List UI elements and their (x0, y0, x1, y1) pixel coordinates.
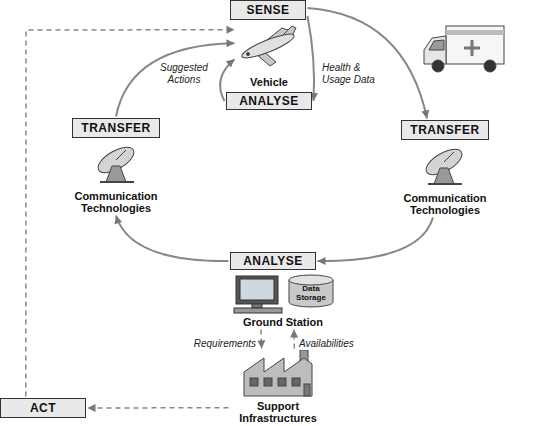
satellite-dish-right (422, 144, 466, 184)
node-label: ANALYSE (243, 254, 303, 268)
arrow-head (88, 404, 96, 412)
edge-label-box: Health & Usage Data (322, 62, 390, 87)
flow-arrow (308, 16, 318, 101)
node-label: SENSE (246, 3, 289, 17)
connector-line (116, 216, 229, 262)
connector-line (308, 16, 315, 101)
ground-station-node: Ground Station Data Storage (228, 272, 338, 328)
flow-arrow (116, 39, 235, 116)
flow-arrow (308, 8, 430, 119)
connector-line (308, 8, 428, 119)
computer-icon (234, 276, 282, 313)
edge-label-box: Suggested Actions (155, 62, 213, 87)
node-label: Data Storage (288, 284, 334, 302)
arrow-head (226, 59, 235, 67)
node-label: ACT (30, 401, 56, 415)
arrow-head (257, 340, 265, 348)
node-label: ANALYSE (239, 94, 299, 108)
arrow-head (226, 26, 234, 34)
node-caption: Communication Technologies (385, 192, 505, 216)
arrow-head (421, 110, 429, 119)
node-label: Vehicle (236, 76, 302, 88)
stage-box: SENSE (230, 0, 306, 20)
stage-box: ANALYSE (226, 92, 312, 110)
arrow-head (290, 330, 298, 338)
arrow-head (318, 257, 326, 265)
arrow-head (226, 39, 234, 47)
edge-label: Health & Usage Data (322, 62, 390, 86)
support-node: Support Infrastructures (230, 350, 326, 424)
connector-line (116, 43, 235, 116)
edge-label: Availabilities (299, 338, 354, 350)
dashed-arrow (290, 330, 298, 349)
ambulance-icon (424, 26, 504, 72)
satellite-dish-left (94, 142, 138, 182)
stage-box: ANALYSE (230, 252, 316, 270)
node-label: Support Infrastructures (230, 400, 326, 424)
connector-line (88, 407, 229, 409)
stage-box: ACT (0, 398, 86, 418)
arrow-head (114, 216, 122, 225)
dashed-arrow (88, 404, 229, 412)
transfer-node: TRANSFER Communication Technologies (60, 118, 172, 214)
flow-arrow (318, 218, 434, 266)
vehicle-icon-node: Vehicle (236, 24, 302, 88)
connector-line (318, 218, 434, 262)
dashed-arrow (257, 330, 265, 349)
airplane-icon (240, 26, 296, 66)
node-label: Ground Station (228, 316, 338, 328)
edge-label: Requirements (194, 338, 256, 350)
node-label: TRANSFER (72, 118, 160, 138)
edge-label: Suggested Actions (155, 62, 213, 86)
storage-cylinder: Data Storage (288, 274, 334, 308)
building-icon (244, 350, 312, 396)
transfer-node: TRANSFER Communication Technologies (385, 120, 505, 216)
node-label: TRANSFER (401, 120, 489, 140)
edge-label-box: Availabilities (299, 333, 369, 351)
node-caption: Communication Technologies (60, 190, 172, 214)
flow-arrow (114, 216, 228, 262)
edge-label-box: Requirements (186, 333, 256, 351)
